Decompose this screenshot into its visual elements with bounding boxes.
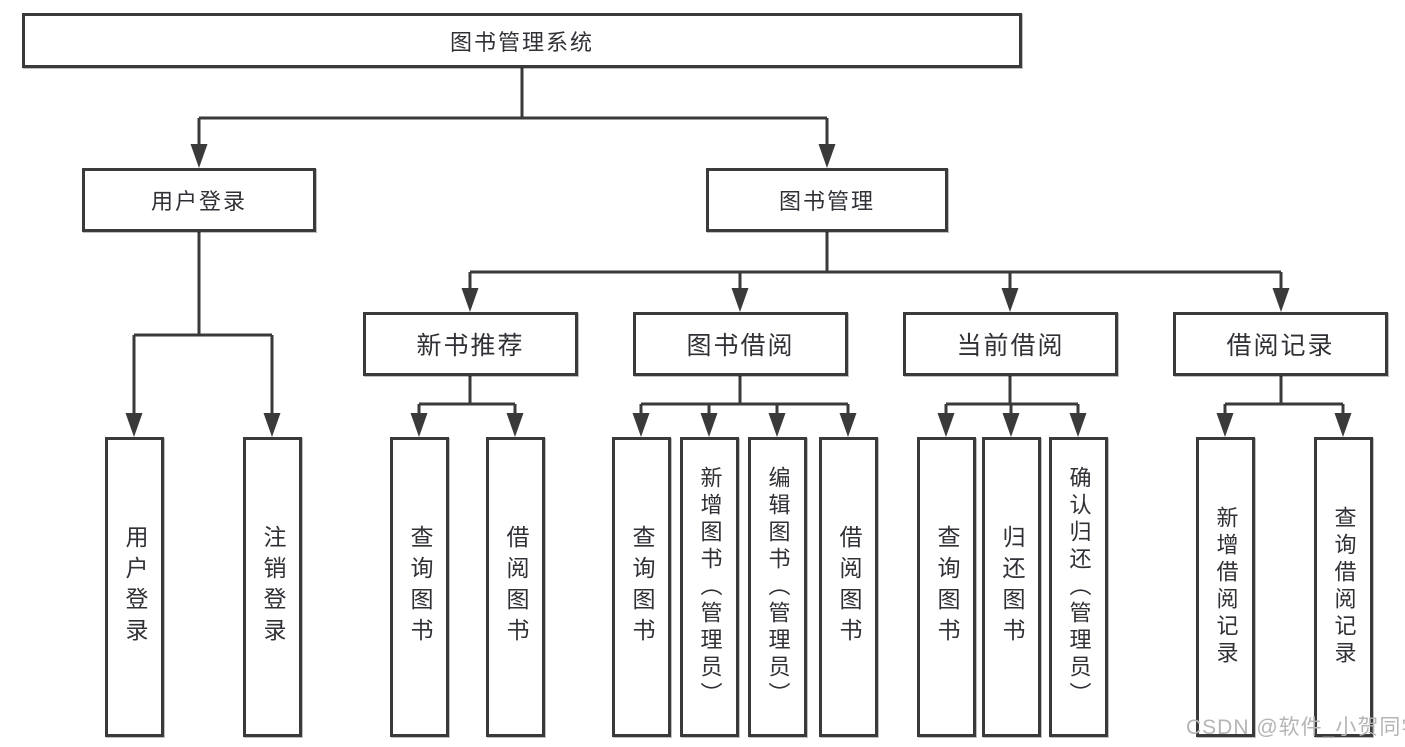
leaf-label: 编辑图书（管理员） [765, 465, 791, 709]
node-book-borrowing: 图书借阅 [633, 312, 848, 376]
connector-root-to-level2 [197, 68, 829, 150]
arrowhead [632, 413, 650, 437]
leaf-label: 查询借阅记录 [1331, 506, 1357, 668]
arrowhead [839, 413, 857, 437]
arrowhead [768, 413, 786, 437]
leaf-return-books: 归还图书 [982, 437, 1041, 737]
leaf-label: 借阅图书 [503, 525, 529, 649]
arrowhead [818, 144, 836, 168]
arrowhead [1001, 288, 1019, 312]
leaf-label: 确认归还（管理员） [1066, 465, 1092, 709]
leaf-label: 归还图书 [999, 525, 1025, 649]
watermark: CSDN @软件_小贺同学 [1186, 716, 1405, 739]
leaf-query-borrow-record: 查询借阅记录 [1314, 437, 1373, 737]
arrowhead [1334, 413, 1352, 437]
node-borrowing-records: 借阅记录 [1173, 312, 1388, 376]
node-library-management-system: 图书管理系统 [22, 13, 1022, 68]
leaf-label: 查询图书 [407, 525, 433, 649]
node-label: 用户登录 [150, 189, 247, 214]
arrowhead [125, 413, 143, 437]
node-label: 图书借阅 [686, 332, 795, 360]
arrowhead [461, 288, 479, 312]
connector-bookmgmt-to-level3 [468, 232, 1283, 294]
leaf-label: 借阅图书 [836, 525, 862, 649]
leaf-add-borrow-record: 新增借阅记录 [1196, 437, 1255, 737]
leaf-label: 查询图书 [934, 525, 960, 649]
arrowhead [1002, 413, 1020, 437]
leaf-label: 用户登录 [122, 525, 148, 649]
leaf-edit-books-admin: 编辑图书（管理员） [748, 437, 807, 737]
node-label: 借阅记录 [1226, 332, 1335, 360]
arrowhead [506, 413, 524, 437]
node-label: 当前借阅 [956, 332, 1065, 360]
connector-userlogin-to-leaves [132, 232, 274, 419]
leaf-logout: 注销登录 [243, 437, 302, 737]
connector-current-to-leaves [944, 376, 1080, 419]
leaf-query-books-borrow: 查询图书 [612, 437, 671, 737]
node-new-book-recommendation: 新书推荐 [363, 312, 578, 376]
node-current-borrowing: 当前借阅 [903, 312, 1118, 376]
leaf-borrow-books-recommend: 借阅图书 [486, 437, 545, 737]
node-label: 图书管理 [778, 189, 875, 214]
leaf-label: 新增借阅记录 [1213, 506, 1239, 668]
leaf-label: 新增图书（管理员） [697, 465, 723, 709]
arrowhead [731, 288, 749, 312]
arrowhead [700, 413, 718, 437]
arrowhead [410, 413, 428, 437]
leaf-label: 查询图书 [629, 525, 655, 649]
leaf-borrow-books: 借阅图书 [819, 437, 878, 737]
node-book-management: 图书管理 [706, 168, 948, 232]
connector-newbook-to-leaves [417, 376, 517, 419]
leaf-user-login: 用户登录 [105, 437, 164, 737]
leaf-query-books-recommend: 查询图书 [390, 437, 449, 737]
leaf-label: 注销登录 [260, 525, 286, 649]
connector-borrow-to-leaves [639, 376, 850, 419]
connector-records-to-leaves [1223, 376, 1345, 419]
arrowhead [1216, 413, 1234, 437]
leaf-add-books-admin: 新增图书（管理员） [680, 437, 739, 737]
leaf-query-books-current: 查询图书 [917, 437, 976, 737]
arrowhead [937, 413, 955, 437]
node-label: 新书推荐 [416, 332, 525, 360]
node-label: 图书管理系统 [449, 29, 594, 55]
arrowhead [1272, 288, 1290, 312]
leaf-confirm-return-admin: 确认归还（管理员） [1049, 437, 1108, 737]
arrowhead [263, 413, 281, 437]
node-user-login: 用户登录 [82, 168, 316, 232]
arrowhead [190, 144, 208, 168]
arrowhead [1069, 413, 1087, 437]
